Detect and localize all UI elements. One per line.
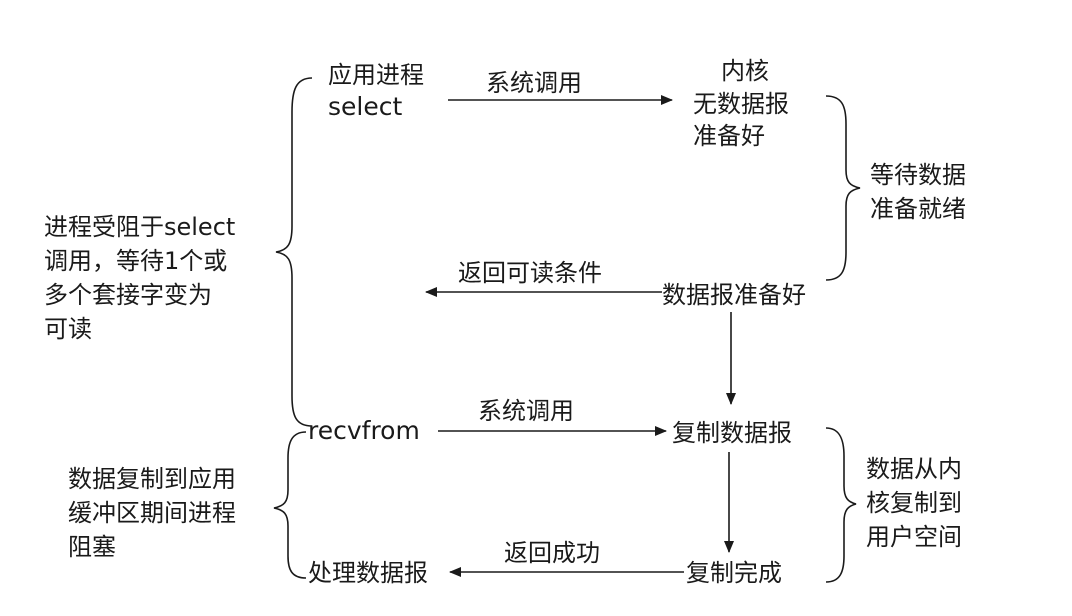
- blocked-during-copy-label: 数据复制到应用 缓冲区期间进程 阻塞: [68, 465, 236, 561]
- copy-complete-label: 复制完成: [686, 559, 782, 587]
- copy-kernel-to-user-label: 数据从内 核复制到 用户空间: [866, 455, 962, 551]
- datagram-ready-label: 数据报准备好: [662, 281, 806, 309]
- process-datagram-label: 处理数据报: [308, 559, 428, 587]
- brace-blocked-select: [275, 77, 313, 427]
- brace-wait-ready: [825, 95, 861, 281]
- select-call-label: select: [328, 92, 403, 121]
- syscall-label-2: 系统调用: [478, 397, 574, 425]
- wait-data-ready-label: 等待数据 准备就绪: [870, 161, 966, 223]
- syscall-label-1: 系统调用: [486, 69, 582, 97]
- return-readable-label: 返回可读条件: [458, 259, 602, 287]
- kernel-no-datagram-label: 无数据报 准备好: [693, 90, 789, 150]
- copy-datagram-label: 复制数据报: [672, 419, 792, 447]
- blocked-in-select-label: 进程受阻于select 调用，等待1个或 多个套接字变为 可读: [44, 213, 236, 343]
- recvfrom-call-label: recvfrom: [308, 416, 420, 445]
- brace-copy-to-user: [825, 427, 857, 583]
- return-success-label: 返回成功: [504, 539, 600, 567]
- app-process-label: 应用进程: [328, 61, 424, 89]
- kernel-label: 内核: [721, 57, 769, 85]
- brace-blocked-copy: [273, 431, 307, 579]
